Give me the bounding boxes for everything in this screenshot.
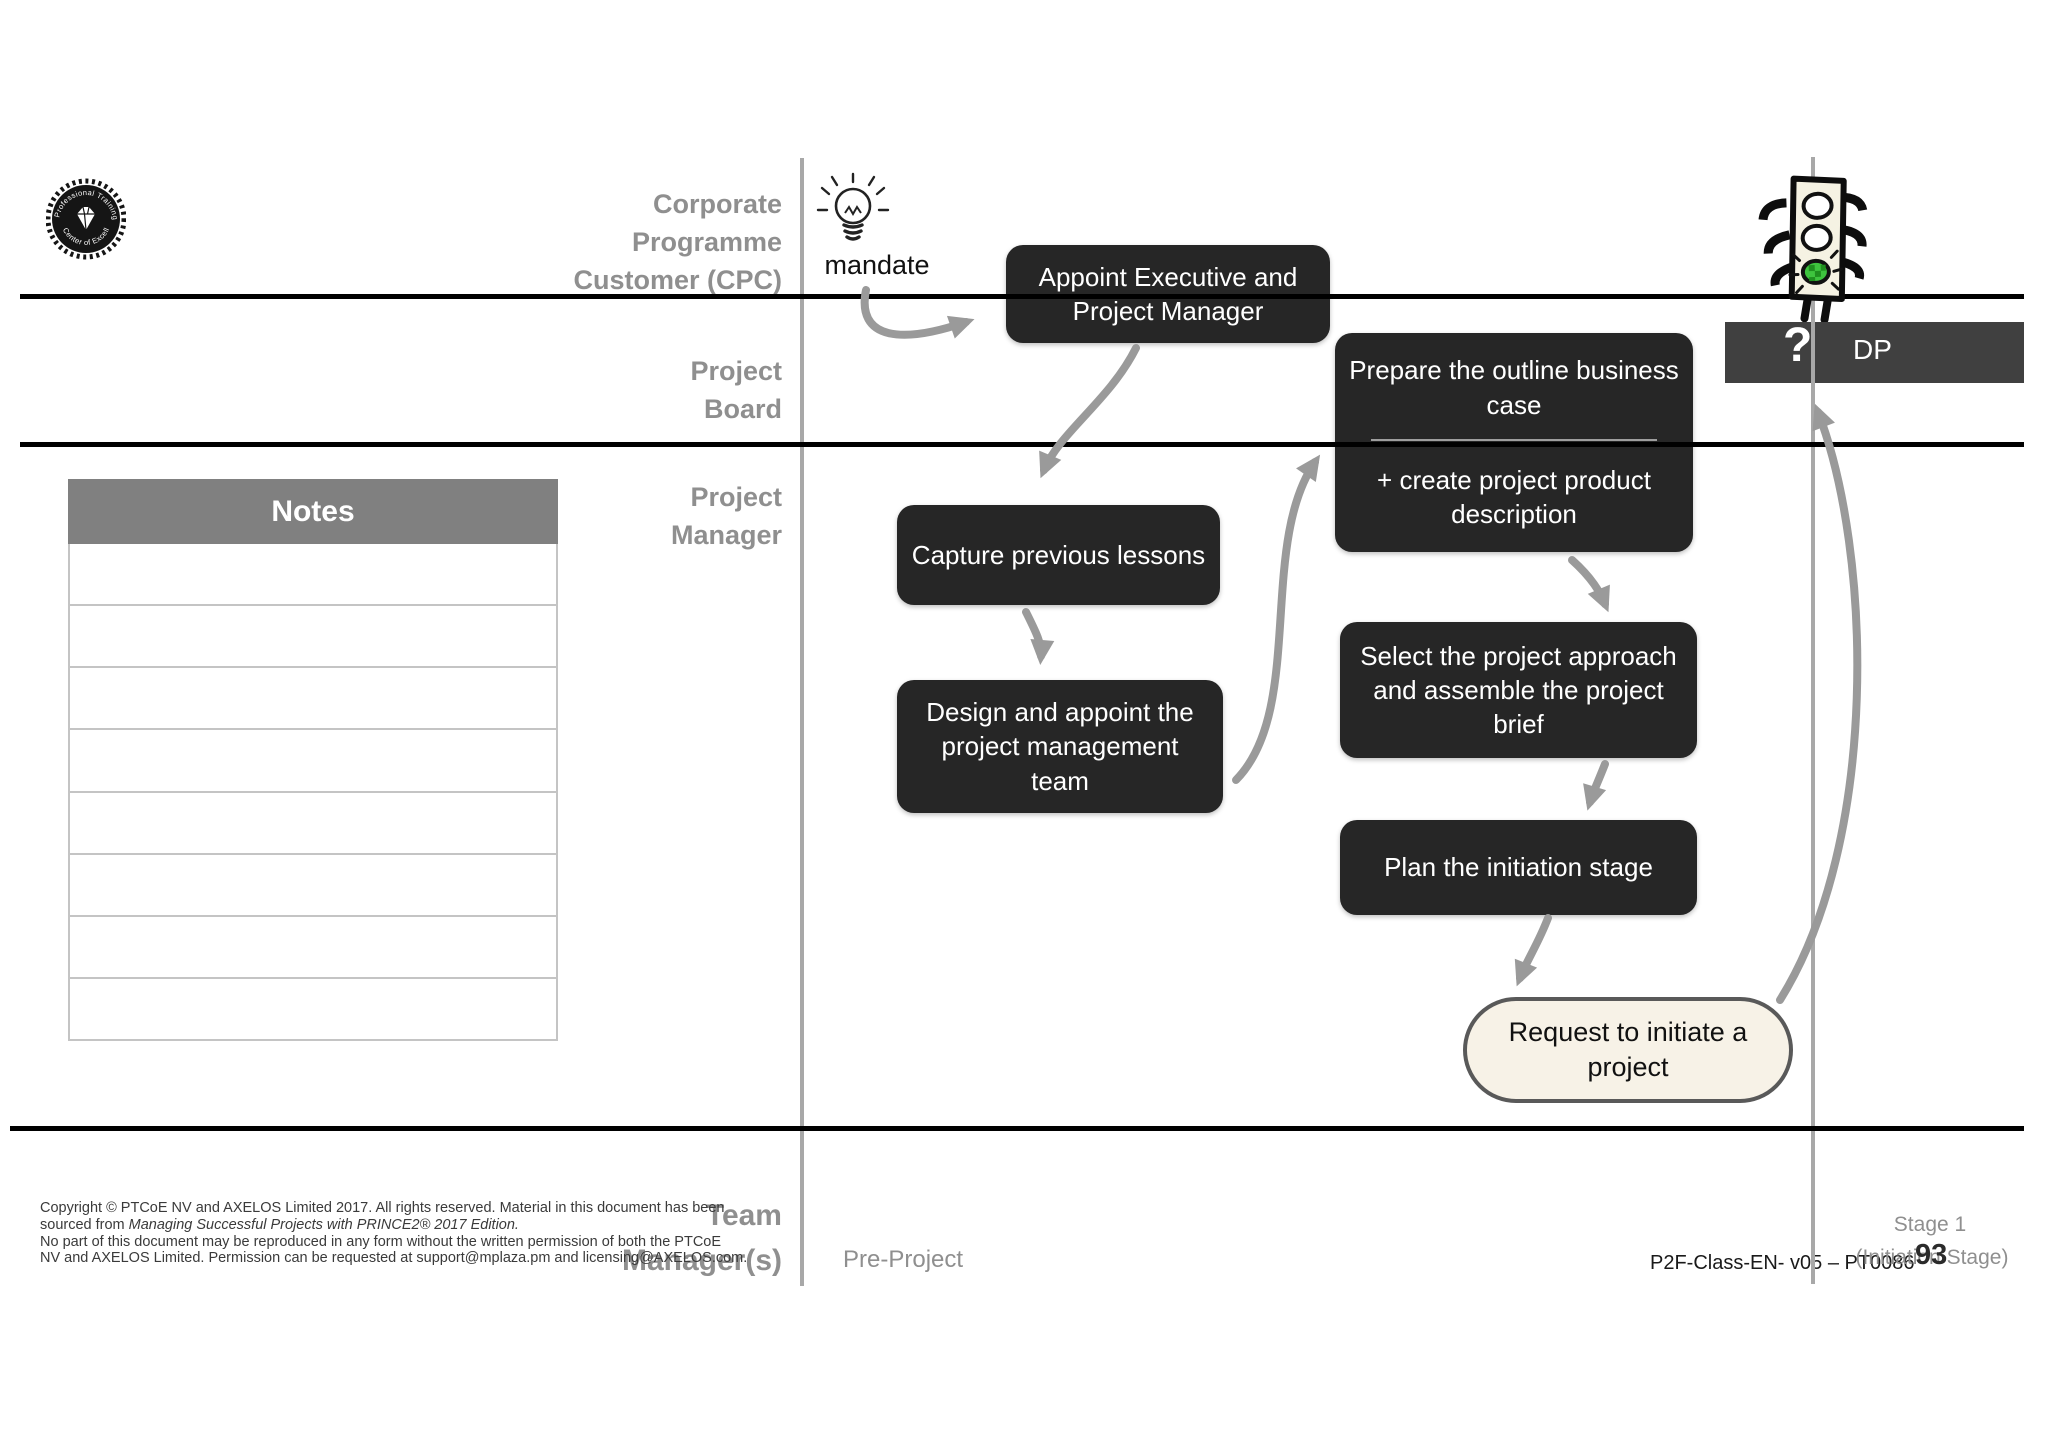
copyright-line1: Copyright © PTCoE NV and AXELOS Limited … [40,1200,725,1216]
vertical-line-left [800,158,804,1286]
notes-rows [68,544,558,1041]
process-box-capture-lessons: Capture previous lessons [897,505,1220,605]
lane-label-team-manager: Team Manager(s) [621,1199,782,1277]
notes-row [70,606,556,669]
copyright-line3: No part of this document may be reproduc… [40,1233,722,1250]
process-box-select-approach: Select the project approach and assemble… [1340,622,1697,758]
copyright-text: Copyright © PTCoE NV and AXELOS Limited … [40,1200,748,1267]
vertical-line-right [1811,157,1815,1284]
diamond-icon [77,207,95,230]
stage-label-line2: (Initiation Stage) [1855,1246,2009,1269]
page-number: 93 [1915,1239,1948,1271]
dp-gate-box: ? DP [1725,319,2024,383]
process-box-design-team: Design and appoint the project managemen… [897,680,1223,813]
arrow-capture-to-design [1022,608,1055,665]
request-to-initiate-pill: Request to initiate a project [1463,997,1793,1103]
notes-row [70,544,556,607]
notes-header: Notes [68,479,558,544]
arrow-plan-to-request [1514,914,1552,987]
training-center-badge-logo: Professional Training Center of Excellen… [46,178,126,260]
notes-row [70,854,556,917]
swimlane-line-cpc-board [20,294,2024,299]
arrow-select-to-plan [1583,760,1609,811]
arrow-appoint-to-capture [1039,344,1140,479]
lane-label-cpc: Corporate Programme Customer (CPC) [573,189,782,295]
notes-row [70,792,556,855]
process-box-plan-initiation: Plan the initiation stage [1340,820,1697,915]
copyright-line4: NV and AXELOS Limited. Permission can be… [40,1250,748,1267]
arrow-request-to-dp [1776,403,1862,1004]
lane-label-project-board: Project Board [690,356,782,424]
swimlane-line-board-manager [20,442,2024,447]
copyright-line2: sourced from Managing Successful Project… [40,1216,519,1233]
mandate-label: mandate [824,250,930,280]
lane-label-project-manager: Project Manager [670,482,782,550]
dp-label: DP [1853,334,1892,365]
notes-table: Notes [68,479,558,1041]
traffic-light-icon [1758,175,1868,322]
stage-label-line1: Stage 1 [1893,1213,1967,1236]
notes-row [70,668,556,731]
notes-row [70,730,556,793]
swimlane-line-manager-team [10,1126,2024,1131]
notes-row [70,916,556,979]
notes-row [70,978,556,1039]
dp-question-mark: ? [1783,319,1813,372]
lightbulb-icon [816,172,890,241]
arrow-design-to-prepare [1232,454,1321,784]
arrow-prepare-to-select [1568,556,1610,613]
prepare-box-divider [1371,439,1657,441]
doc-code: P2F-Class-EN- v05 – PT0086 [1650,1252,1915,1274]
phase-label-pre-project: Pre-Project [843,1246,964,1273]
